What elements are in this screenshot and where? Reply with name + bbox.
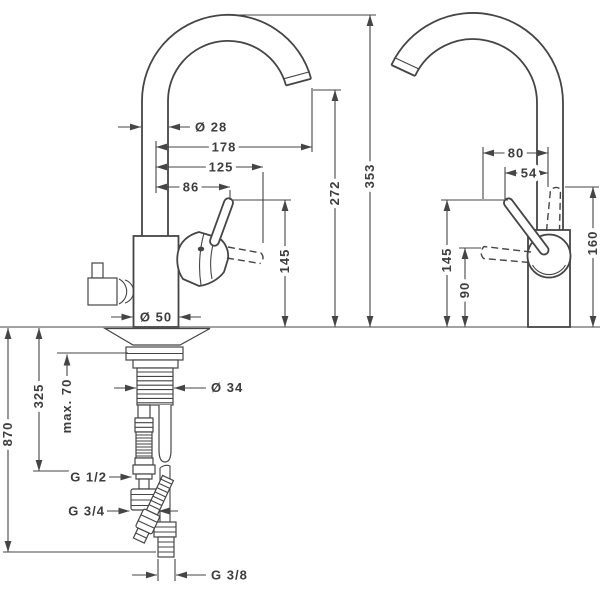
- dim-handle-offset: 125: [156, 156, 264, 243]
- pipe-nut: [153, 521, 177, 538]
- g12-connector: [132, 464, 156, 475]
- dim-aerator-offset: 86: [156, 176, 231, 200]
- hose-tube: [137, 404, 151, 419]
- dim-shank-diameter-label: Ø 34: [211, 380, 243, 395]
- dim-shank-diameter: Ø 34: [114, 376, 246, 399]
- dim-spout-reach: 178: [155, 88, 313, 193]
- faucet-side-view: [390, 12, 572, 328]
- label-angle-valve-thread: G 3/8: [132, 559, 251, 587]
- dim-spout-diameter: Ø 28: [118, 116, 230, 139]
- supply-thread-label: G 1/2: [70, 470, 107, 485]
- dim-handle-height-side: 145: [435, 199, 508, 327]
- angle-valve-thread-label: G 3/8: [211, 568, 248, 583]
- spout-arc-outer: [141, 13, 312, 236]
- dim-handle-clearance: 160: [565, 186, 600, 327]
- dim-supply-depth: 325: [27, 328, 70, 472]
- label-supply-thread: G 1/2: [66, 466, 132, 489]
- aerator-dot: [197, 246, 205, 252]
- dim-handle-tip-offset: 54: [504, 162, 548, 199]
- spout-outlet-band-side: [394, 57, 419, 70]
- dim-handle-pivot-height: 90: [453, 247, 481, 327]
- mounting-ring: [132, 359, 179, 369]
- valve-joint-curve-2: [124, 279, 135, 304]
- dim-base-diameter-label: Ø 50: [140, 310, 172, 325]
- angle-hose: [132, 474, 175, 544]
- hose-coupler: [134, 417, 154, 433]
- dim-spout-height-label: 272: [327, 181, 342, 206]
- dim-handle-height-front: 145: [232, 199, 296, 327]
- handle-alt-position-down: [480, 245, 532, 264]
- spout-arc-inner-side: [414, 38, 538, 230]
- handle-pivot-rim: [532, 264, 566, 276]
- spout-arc-inner: [167, 39, 287, 236]
- dim-handle-reach-label: 80: [508, 146, 524, 161]
- dim-spout-reach-label: 178: [212, 140, 237, 155]
- dishwasher-thread-label: G 3/4: [68, 504, 105, 519]
- dim-hose-length-label: 870: [0, 422, 15, 447]
- g12-connector-top: [134, 457, 154, 466]
- spout-outlet-face-side: [391, 64, 416, 77]
- dim-hose-length: 870: [0, 328, 156, 553]
- dim-max-counter-thickness: max. 70: [55, 352, 128, 437]
- dim-handle-pivot-height-label: 90: [457, 282, 472, 298]
- rigid-supply-pipe: [153, 405, 177, 558]
- pipe-upper-segment: [158, 405, 172, 463]
- valve-body: [87, 277, 118, 306]
- braided-hose-section: [135, 431, 153, 459]
- hose-neck: [138, 478, 150, 490]
- faucet-front-view: [87, 13, 312, 328]
- handle-mount-collar-line-1: [199, 232, 205, 286]
- dim-handle-height-side-label: 145: [439, 248, 454, 273]
- dim-max-counter-thickness-label: max. 70: [59, 379, 74, 434]
- handle-alt-position-front: [226, 246, 264, 265]
- valve-stem: [91, 262, 104, 279]
- dim-handle-tip-offset-label: 54: [521, 166, 537, 181]
- dim-spout-height: 272: [313, 89, 346, 327]
- dim-handle-height-front-label: 145: [277, 249, 292, 274]
- dim-handle-offset-label: 125: [209, 160, 234, 175]
- faucet-body-front: [132, 235, 180, 328]
- dim-base-diameter: Ø 50: [111, 306, 201, 329]
- spout-outlet-band: [283, 71, 310, 80]
- threaded-shank: [136, 367, 174, 406]
- shutoff-valve: [87, 262, 135, 306]
- valve-joint-curve-1: [118, 278, 128, 305]
- dim-handle-reach: 80: [482, 142, 549, 199]
- dim-supply-depth-label: 325: [31, 384, 46, 409]
- handle-alt-position-up: [545, 186, 562, 232]
- handle-lever-side: [503, 197, 550, 256]
- dim-handle-clearance-label: 160: [585, 231, 600, 256]
- escutcheon-cone: [102, 327, 211, 346]
- dim-spout-diameter-label: Ø 28: [195, 120, 227, 135]
- spout-arc-outer-side: [390, 12, 564, 230]
- g12-connector-neck: [135, 473, 153, 480]
- dim-total-height: 353: [228, 14, 381, 327]
- spout-outlet-face: [285, 77, 312, 87]
- dim-total-height-label: 353: [362, 164, 377, 189]
- dim-aerator-offset-label: 86: [183, 180, 199, 195]
- mounting-assembly: [102, 327, 211, 558]
- label-dishwasher-thread: G 3/4: [64, 500, 178, 523]
